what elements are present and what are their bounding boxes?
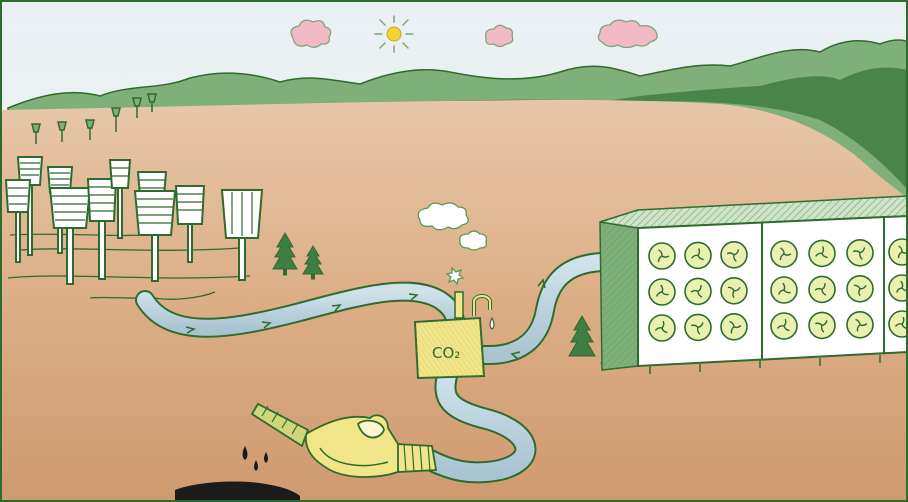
fan-grid <box>649 239 908 341</box>
co2-label: CO₂ <box>432 344 460 362</box>
fan-icon <box>771 241 797 267</box>
fan-icon <box>847 312 873 338</box>
fan-icon <box>809 312 835 338</box>
fan-icon <box>889 275 908 301</box>
sun-icon <box>375 16 413 52</box>
fan-icon <box>771 277 797 303</box>
fan-icon <box>809 276 835 302</box>
fan-icon <box>721 314 747 340</box>
fan-wall <box>600 196 908 374</box>
fan-icon <box>685 242 711 268</box>
fan-icon <box>847 276 873 302</box>
fan-icon <box>889 239 908 265</box>
fan-icon <box>685 278 711 304</box>
fan-icon <box>649 315 675 341</box>
drop-icon <box>490 318 494 329</box>
chimney <box>455 292 463 318</box>
fan-icon <box>721 278 747 304</box>
fan-icon <box>649 243 675 269</box>
fan-icon <box>685 314 711 340</box>
cloud-icon <box>460 231 487 250</box>
fan-icon <box>809 240 835 266</box>
fan-icon <box>889 311 908 337</box>
fan-icon <box>771 313 797 339</box>
fan-icon <box>847 240 873 266</box>
fan-icon <box>649 279 675 305</box>
fan-icon <box>721 242 747 268</box>
